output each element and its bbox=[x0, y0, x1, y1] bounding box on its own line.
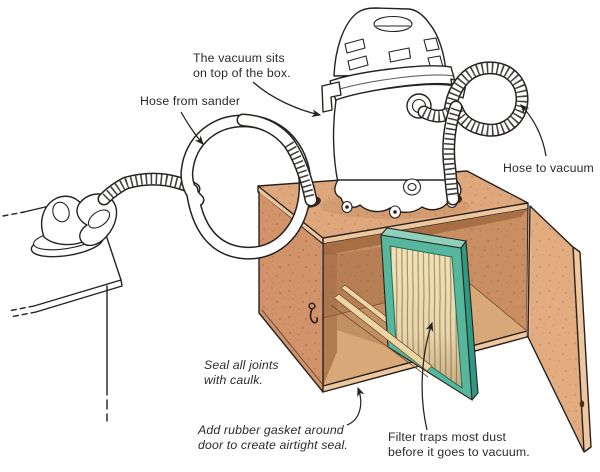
pointer-arrows bbox=[180, 81, 547, 431]
label-rubber-gasket-line2: door to create airtight seal. bbox=[198, 438, 348, 452]
door-screw bbox=[579, 400, 585, 408]
label-seal-joints-line2: with caulk. bbox=[204, 373, 264, 387]
filter-rail-front bbox=[330, 293, 433, 378]
orbital-sander bbox=[30, 193, 118, 258]
label-filter-traps: Filter traps most dust before it goes to… bbox=[388, 430, 530, 459]
hook-latch bbox=[308, 302, 319, 324]
arrow-vacuum-sits bbox=[252, 81, 322, 117]
arrow-hose-from-sander bbox=[180, 111, 204, 145]
label-rubber-gasket: Add rubber gasket around door to create … bbox=[198, 423, 348, 453]
label-vacuum-sits-line2: on top of the box. bbox=[193, 66, 291, 80]
workbench-table bbox=[2, 203, 123, 422]
label-vacuum-sits: The vacuum sits on top of the box. bbox=[193, 51, 291, 81]
label-hose-to-vacuum: Hose to vacuum bbox=[503, 161, 594, 175]
label-vacuum-sits-line1: The vacuum sits bbox=[193, 51, 285, 65]
vacuum-handle-cutout bbox=[373, 15, 413, 33]
label-filter-traps-line1: Filter traps most dust bbox=[388, 430, 507, 444]
hose-from-sander bbox=[97, 113, 318, 260]
label-seal-joints: Seal all joints with caulk. bbox=[204, 358, 279, 388]
air-filter bbox=[380, 227, 479, 402]
label-hose-from-sander: Hose from sander bbox=[140, 94, 241, 108]
hose-to-vacuum bbox=[417, 61, 529, 206]
label-seal-joints-line1: Seal all joints bbox=[204, 358, 279, 372]
arrow-filter-traps bbox=[421, 321, 434, 431]
vacuum-latch-left bbox=[321, 81, 342, 113]
box-door bbox=[526, 205, 592, 453]
label-filter-traps-line2: before it goes to vacuum. bbox=[388, 444, 530, 459]
label-rubber-gasket-line1: Add rubber gasket around bbox=[198, 423, 344, 437]
vacuum-base-skirt bbox=[334, 177, 462, 214]
arrow-hose-to-vacuum bbox=[520, 104, 547, 157]
vacuum-canister bbox=[332, 83, 456, 184]
arrow-rubber-gasket bbox=[346, 386, 365, 426]
